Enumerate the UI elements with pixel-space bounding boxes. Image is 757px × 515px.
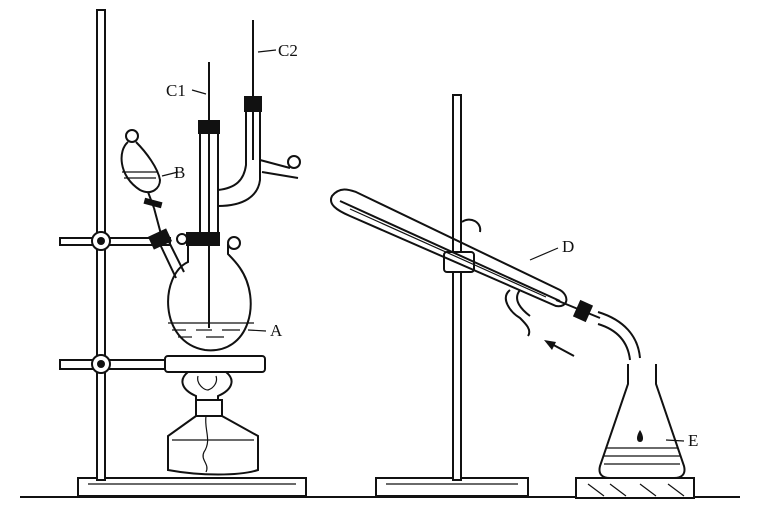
svg-text:A: A [270, 321, 283, 340]
svg-text:B: B [174, 163, 185, 182]
label-C1: C1 [166, 81, 207, 100]
label-A: A [247, 321, 283, 340]
burner [167, 371, 259, 476]
svg-text:D: D [562, 237, 574, 256]
label-C2: C2 [257, 41, 298, 60]
right-iron-stand [375, 94, 529, 497]
svg-text:C2: C2 [278, 41, 298, 60]
round-bottom-flask-A [147, 228, 254, 352]
conical-flask-E [575, 364, 695, 499]
label-B: B [174, 163, 185, 182]
label-D: D [529, 237, 574, 261]
svg-text:C1: C1 [166, 81, 186, 100]
label-E: E [665, 431, 698, 450]
left-iron-stand [59, 9, 307, 497]
condenser-D [330, 188, 641, 361]
separatory-funnel-B [120, 129, 179, 239]
svg-text:E: E [688, 431, 698, 450]
distillation-head [198, 20, 301, 328]
